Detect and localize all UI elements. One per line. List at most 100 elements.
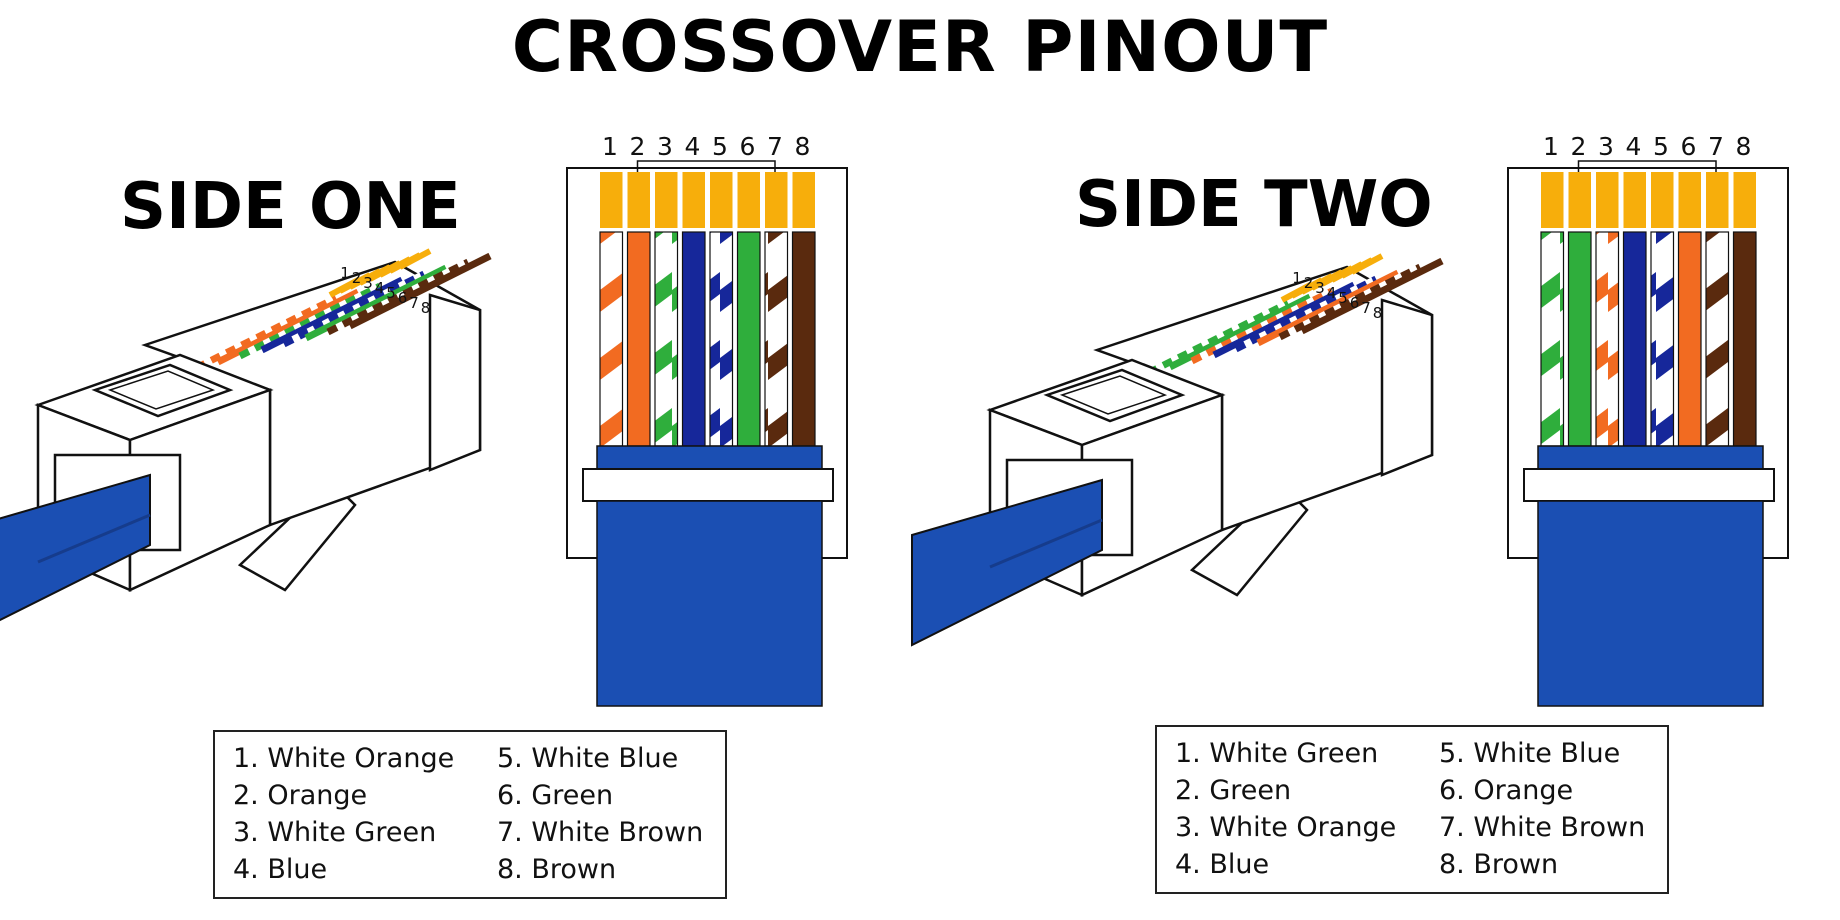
legend-item: 1. White Orange bbox=[233, 743, 455, 774]
cable-jacket-top bbox=[1537, 445, 1764, 473]
pin-number-3: 3 bbox=[657, 132, 673, 161]
gold-pin-8 bbox=[1733, 172, 1756, 228]
pin-number-3d-4: 4 bbox=[1327, 284, 1337, 302]
pin-number-5: 5 bbox=[1653, 132, 1669, 161]
pin-bracket bbox=[636, 160, 776, 172]
wire-6-green bbox=[736, 231, 761, 447]
pin-number-4: 4 bbox=[1626, 132, 1642, 161]
wire-3-white-green bbox=[654, 231, 679, 447]
pin-bracket bbox=[1577, 160, 1717, 172]
pin-number-3d-5: 5 bbox=[1338, 289, 1348, 307]
wire-4-blue bbox=[681, 231, 706, 447]
cable-jacket bbox=[596, 500, 823, 707]
pin-number-7: 7 bbox=[767, 132, 783, 161]
gold-pin-8 bbox=[792, 172, 815, 228]
pin-number-3d-4: 4 bbox=[375, 279, 385, 297]
gold-pin-3 bbox=[1596, 172, 1619, 228]
cable-jacket-top bbox=[596, 445, 823, 473]
wire-1-white-orange bbox=[599, 231, 624, 447]
cable-highlight bbox=[989, 518, 1103, 569]
legend-item: 5. White Blue bbox=[497, 743, 679, 774]
wire-3d-3-white-orange bbox=[1190, 287, 1334, 365]
pin-number-3d-7: 7 bbox=[409, 294, 419, 312]
pin-number-2: 2 bbox=[1571, 132, 1587, 161]
wire-3d-2-orange bbox=[216, 288, 360, 366]
pin-number-6: 6 bbox=[740, 132, 756, 161]
gold-pin-6 bbox=[737, 172, 760, 228]
page-title: CROSSOVER PINOUT bbox=[511, 6, 1329, 88]
wire-3d-7-white-brown bbox=[326, 258, 470, 336]
gold-pin-3d-8 bbox=[398, 248, 432, 270]
gold-pin-3 bbox=[655, 172, 678, 228]
legend-item: 2. Orange bbox=[233, 780, 368, 811]
side-one-legend: 1. White Orange 2. Orange 3. White Green… bbox=[213, 730, 727, 899]
gold-pin-4 bbox=[1623, 172, 1646, 228]
legend-item: 3. White Orange bbox=[1175, 812, 1397, 843]
pin-number-1: 1 bbox=[1543, 132, 1559, 161]
wire-3d-stripe-3 bbox=[238, 282, 382, 360]
wire-3d-8-brown bbox=[348, 252, 492, 330]
wire-1-white-green bbox=[1540, 231, 1565, 447]
wire-3d-1-white-green bbox=[1146, 299, 1290, 377]
wire-3d-2-green bbox=[1168, 293, 1312, 371]
wire-3d-stripe-5 bbox=[282, 270, 426, 348]
pin-number-3d-1: 1 bbox=[340, 264, 350, 282]
pin-number-3d-7: 7 bbox=[1361, 299, 1371, 317]
wire-3d-4-blue bbox=[260, 276, 404, 354]
side-one-legend-col-2: 5. White Blue 6. Green 7. White Brown 8.… bbox=[497, 740, 703, 888]
wire-3d-5-white-blue bbox=[1234, 275, 1378, 353]
side-one-legend-col-1: 1. White Orange 2. Orange 3. White Green… bbox=[233, 740, 454, 888]
pin-number-1: 1 bbox=[602, 132, 618, 161]
wire-3d-3-white-green bbox=[238, 282, 382, 360]
wire-7-white-brown bbox=[764, 231, 789, 447]
legend-item: 8. Brown bbox=[1439, 849, 1559, 880]
legend-item: 7. White Brown bbox=[1439, 812, 1646, 843]
gold-pin-7 bbox=[1706, 172, 1729, 228]
legend-item: 6. Orange bbox=[1439, 775, 1574, 806]
legend-item: 1. White Green bbox=[1175, 738, 1379, 769]
gold-pin-1 bbox=[1541, 172, 1564, 228]
wire-3d-8-brown bbox=[1300, 257, 1444, 335]
wire-8-brown bbox=[791, 231, 816, 447]
strain-relief bbox=[582, 468, 834, 502]
gold-pin-2 bbox=[627, 172, 650, 228]
strain-relief bbox=[1523, 468, 1775, 502]
wire-3d-stripe-5 bbox=[1234, 275, 1378, 353]
side-two-legend: 1. White Green 2. Green 3. White Orange … bbox=[1155, 725, 1669, 894]
pin-number-8: 8 bbox=[1736, 132, 1752, 161]
wire-3d-stripe-1 bbox=[1146, 299, 1290, 377]
gold-pin-5 bbox=[710, 172, 733, 228]
wire-3d-6-orange bbox=[1256, 269, 1400, 347]
wire-3d-7-white-brown bbox=[1278, 263, 1422, 341]
latch-window bbox=[1043, 368, 1186, 423]
legend-item: 4. Blue bbox=[233, 854, 328, 885]
wire-3-white-orange bbox=[1595, 231, 1620, 447]
side-two-label: SIDE TWO bbox=[1075, 168, 1433, 242]
wire-4-blue bbox=[1622, 231, 1647, 447]
wire-6-orange bbox=[1677, 231, 1702, 447]
wire-7-white-brown bbox=[1705, 231, 1730, 447]
latch-window-inner bbox=[1059, 375, 1168, 415]
pin-number-2: 2 bbox=[630, 132, 646, 161]
wire-3d-stripe-3 bbox=[1190, 287, 1334, 365]
side-two-legend-col-1: 1. White Green 2. Green 3. White Orange … bbox=[1175, 735, 1396, 883]
pin-number-3d-6: 6 bbox=[1350, 294, 1360, 312]
pin-number-7: 7 bbox=[1708, 132, 1724, 161]
gold-pin-4 bbox=[682, 172, 705, 228]
legend-item: 5. White Blue bbox=[1439, 738, 1621, 769]
gold-pin-6 bbox=[1678, 172, 1701, 228]
body-side-face bbox=[1380, 298, 1434, 477]
pin-number-3d-1: 1 bbox=[1292, 269, 1302, 287]
cable-jacket bbox=[1537, 500, 1764, 707]
latch-window-inner bbox=[107, 370, 216, 410]
wire-3d-5-white-blue bbox=[282, 270, 426, 348]
latch-window bbox=[91, 363, 234, 418]
legend-item: 6. Green bbox=[497, 780, 614, 811]
pin-number-3d-8: 8 bbox=[421, 299, 431, 317]
wire-5-white-blue bbox=[1650, 231, 1675, 447]
